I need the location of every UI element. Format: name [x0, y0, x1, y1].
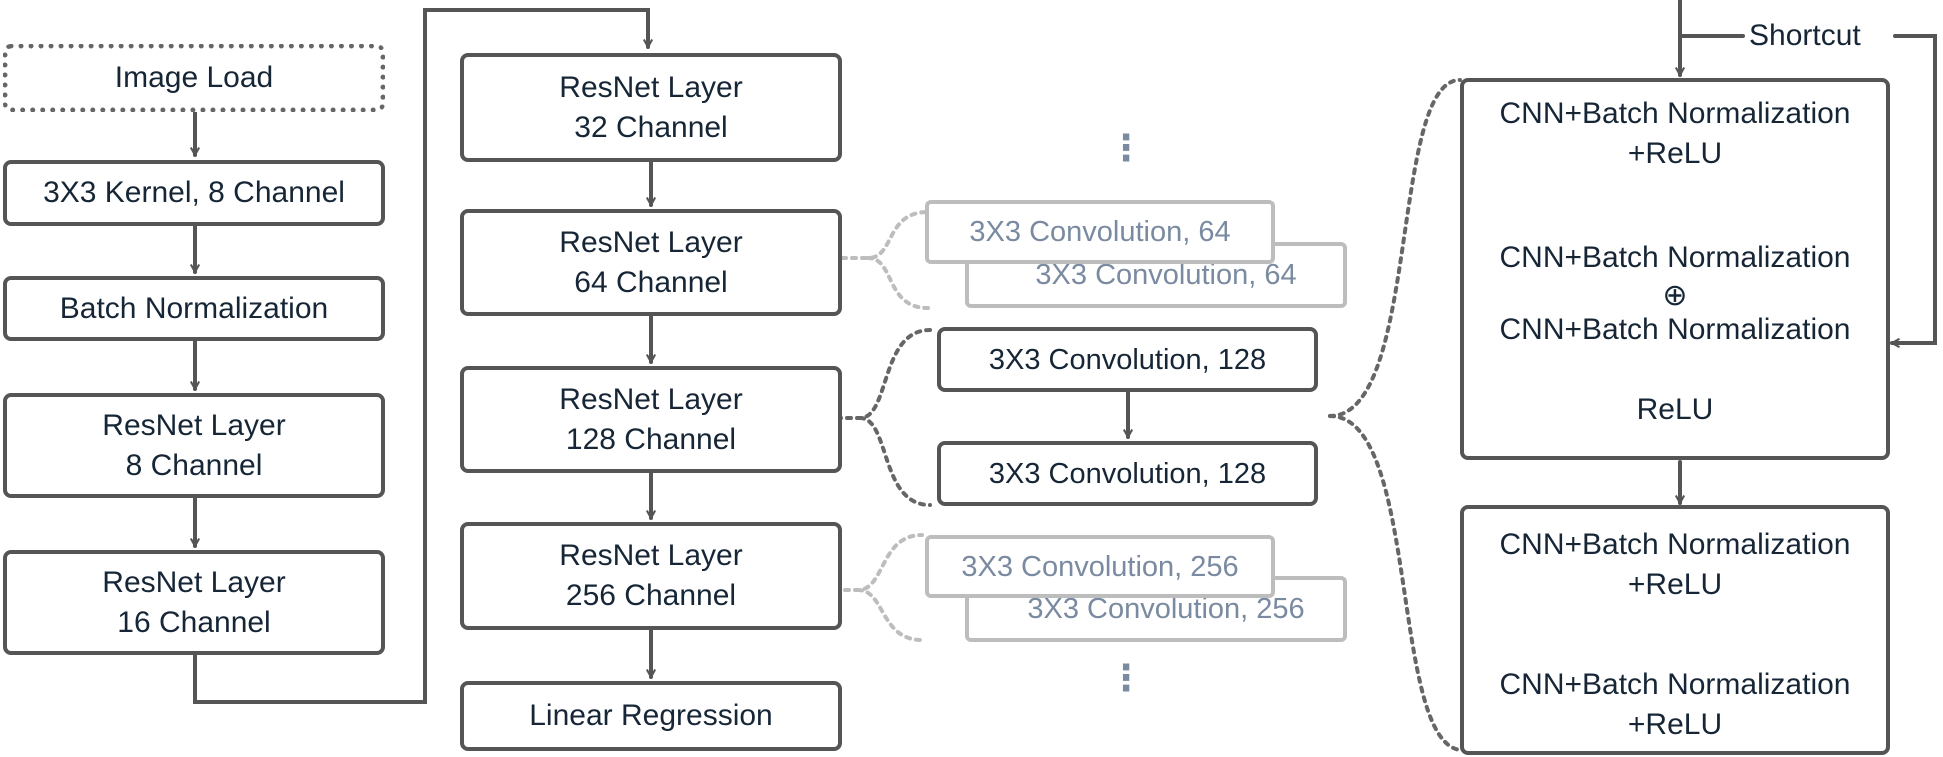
- block1-plus-icon: ⊕: [1662, 279, 1688, 312]
- conv256-a-box: 3X3 Convolution, 256: [925, 535, 1275, 598]
- resnet-128-box: ResNet Layer 128 Channel: [460, 366, 842, 473]
- resnet-256-channel: 256 Channel: [565, 579, 737, 612]
- conv128-b-box: 3X3 Convolution, 128: [937, 441, 1318, 506]
- resnet-64-channel: 64 Channel: [574, 265, 728, 299]
- block1-row2: CNN+Batch Normalization: [1499, 241, 1851, 274]
- block1-row1a: CNN+Batch Normalization: [1499, 97, 1851, 130]
- cnn-block: CNN+Batch Normalization +ReLU CNN+Batch …: [1460, 505, 1890, 755]
- block1-row4: ReLU: [1636, 393, 1714, 426]
- resnet-8-box: ResNet Layer 8 Channel: [3, 393, 385, 498]
- resnet-16-title: ResNet Layer: [102, 565, 286, 599]
- block2-row2b: +ReLU: [1627, 708, 1723, 741]
- ellipsis-top: ⋮: [1108, 127, 1144, 168]
- batch-norm-box: Batch Normalization: [3, 276, 385, 341]
- conv256-b-label: 3X3 Convolution, 256: [1027, 593, 1305, 625]
- resnet-32-title: ResNet Layer: [559, 70, 743, 104]
- connector-conv128-to-block2: [1328, 414, 1462, 752]
- block2-row2a: CNN+Batch Normalization: [1499, 668, 1851, 701]
- conv64-b-label: 3X3 Convolution, 64: [1035, 259, 1297, 291]
- shortcut-line-right: [1890, 34, 1937, 343]
- block2-row1b: +ReLU: [1627, 568, 1723, 601]
- conv128-b-label: 3X3 Convolution, 128: [988, 457, 1267, 490]
- conv128-a-label: 3X3 Convolution, 128: [988, 343, 1267, 376]
- ellipsis-bottom: ⋮: [1108, 657, 1144, 698]
- connector-r128-to-conv128b: [858, 416, 932, 507]
- connector-r256-to-conv256-lower: [856, 588, 924, 642]
- conv128-a-box: 3X3 Convolution, 128: [937, 327, 1318, 392]
- connector-r256-to-conv256: [813, 533, 924, 592]
- batch-norm-label: Batch Normalization: [59, 291, 329, 325]
- block1-row1b: +ReLU: [1627, 137, 1723, 170]
- connector-r128-to-conv128a: [815, 328, 932, 420]
- kernel-label: 3X3 Kernel, 8 Channel: [43, 176, 345, 209]
- resnet-32-channel: 32 Channel: [574, 110, 728, 144]
- linear-regression-label: Linear Regression: [529, 699, 773, 732]
- conv256-a-label: 3X3 Convolution, 256: [961, 550, 1239, 583]
- connector-r64-to-conv64-lower: [866, 256, 930, 310]
- resnet-64-box: ResNet Layer 64 Channel: [460, 209, 842, 316]
- resnet-8-channel: 8 Channel: [125, 448, 263, 482]
- conv64-a-box: 3X3 Convolution, 64: [925, 200, 1275, 264]
- resnet-8-title: ResNet Layer: [102, 408, 286, 442]
- image-load-label: Image Load: [114, 61, 274, 94]
- resnet-256-title: ResNet Layer: [559, 539, 743, 572]
- resnet-16-channel: 16 Channel: [117, 605, 271, 639]
- image-load-box: Image Load: [3, 44, 385, 112]
- connector-left-to-middle: [193, 8, 648, 704]
- resnet-256-box: ResNet Layer 256 Channel: [460, 522, 842, 630]
- linear-regression-box: Linear Regression: [460, 681, 842, 751]
- conv64-a-label: 3X3 Convolution, 64: [969, 216, 1231, 248]
- resnet-128-title: ResNet Layer: [559, 382, 743, 416]
- kernel-box: 3X3 Kernel, 8 Channel: [3, 160, 385, 226]
- resnet-32-box: ResNet Layer 32 Channel: [460, 53, 842, 162]
- block2-row1a: CNN+Batch Normalization: [1499, 528, 1851, 561]
- residual-block: CNN+Batch Normalization +ReLU CNN+Batch …: [1460, 78, 1890, 460]
- resnet-16-box: ResNet Layer 16 Channel: [3, 550, 385, 655]
- resnet-64-title: ResNet Layer: [559, 225, 743, 259]
- resnet-128-channel: 128 Channel: [565, 422, 737, 456]
- connector-r64-to-conv64: [830, 210, 930, 260]
- connector-conv128-to-block1: [1328, 78, 1462, 418]
- shortcut-label: Shortcut: [1745, 17, 1865, 55]
- block1-row3: CNN+Batch Normalization: [1499, 313, 1851, 346]
